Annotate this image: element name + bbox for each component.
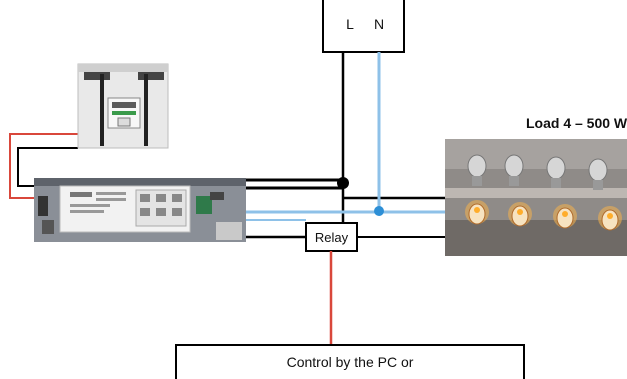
- meter-black-wire: [17, 147, 78, 187]
- control-label: Control by the PC or: [287, 354, 414, 370]
- neutral-junction: [374, 206, 384, 216]
- line-junction: [337, 177, 349, 189]
- control-box: Control by the PC or: [175, 344, 525, 379]
- line-wires: [244, 52, 445, 239]
- ballast-driver-photo-icon: [34, 178, 246, 242]
- lamp-bank-photo-icon: [445, 139, 627, 256]
- relay-box: Relay: [305, 222, 358, 252]
- neutral-label: N: [374, 16, 384, 32]
- load-label: Load 4 – 500 W: [526, 115, 627, 131]
- phase-label: L: [346, 16, 354, 32]
- energy-meter-photo-icon: [77, 63, 169, 149]
- supply-box: L N: [322, 0, 405, 53]
- meter-red-wire: [9, 133, 78, 199]
- relay-label: Relay: [315, 230, 349, 245]
- neutral-wires: [244, 52, 445, 221]
